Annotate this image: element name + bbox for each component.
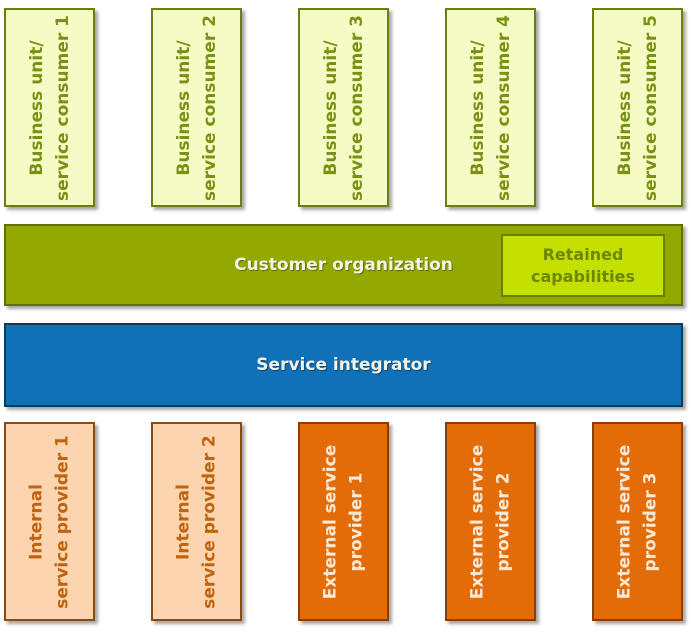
service-integrator-label: Service integrator	[256, 355, 431, 375]
business-unit-consumer-2: Business unit/service consumer 2	[151, 8, 242, 207]
consumer-label-line2: service consumer 3	[346, 14, 367, 201]
consumer-label-line1: Business unit/	[173, 39, 194, 176]
business-unit-consumer-3: Business unit/service consumer 3	[298, 8, 389, 207]
business-unit-consumer-4: Business unit/service consumer 4	[445, 8, 536, 207]
customer-organization-label: Customer organization	[234, 255, 453, 275]
provider-label-line2: provider 2	[493, 472, 514, 571]
business-unit-consumer-5: Business unit/service consumer 5	[592, 8, 683, 207]
provider-label-line1: Internal	[26, 483, 47, 560]
consumer-label-line1: Business unit/	[26, 39, 47, 176]
consumer-label-line1: Business unit/	[614, 39, 635, 176]
provider-label-line2: service provider 1	[52, 434, 73, 609]
provider-label-line2: service provider 2	[199, 434, 220, 609]
provider-label-line1: Internal	[173, 483, 194, 560]
provider-label-line1: External service	[614, 444, 635, 599]
retained-label-line1: Retained	[542, 244, 624, 264]
service-integrator-bar: Service integrator	[4, 323, 683, 407]
consumer-label-line2: service consumer 5	[640, 14, 661, 201]
provider-label-line1: External service	[320, 444, 341, 599]
consumer-label-line1: Business unit/	[467, 39, 488, 176]
retained-label-line2: capabilities	[531, 266, 635, 286]
consumer-label-line1: Business unit/	[320, 39, 341, 176]
provider-label-line2: provider 1	[346, 472, 367, 571]
provider-label-line2: provider 3	[640, 472, 661, 571]
provider-label-line1: External service	[467, 444, 488, 599]
consumer-label-line2: service consumer 2	[199, 14, 220, 201]
consumer-label-line2: service consumer 1	[52, 14, 73, 201]
business-unit-consumer-1: Business unit/service consumer 1	[4, 8, 95, 207]
consumer-label-line2: service consumer 4	[493, 14, 514, 201]
